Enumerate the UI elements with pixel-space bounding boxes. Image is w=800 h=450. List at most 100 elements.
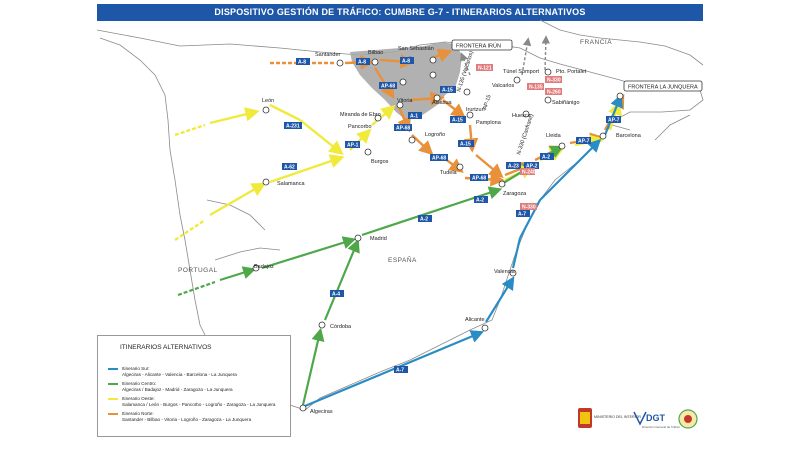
- country-espana: ESPAÑA: [388, 255, 417, 264]
- city-alicante: Alicante: [465, 317, 485, 323]
- city-cordoba: Córdoba: [330, 324, 352, 330]
- road-badge-a8-east: A-8: [400, 57, 414, 65]
- city-valcarlos: Valcarlos: [492, 83, 514, 89]
- svg-text:A-8: A-8: [298, 60, 306, 66]
- road-badge-a15-b: A-15: [450, 116, 466, 124]
- road-badge-ap68-d: AP-68: [470, 174, 488, 182]
- svg-text:A-15: A-15: [460, 142, 471, 148]
- svg-text:AP-7: AP-7: [608, 118, 620, 124]
- road-badge-ap68: AP-68: [379, 82, 397, 90]
- guardia-civil-emblem-icon: [678, 409, 698, 429]
- city-pto-portalet: Pto. Portalet: [556, 69, 587, 75]
- svg-text:A-62: A-62: [284, 165, 295, 171]
- road-badge-a8-west: A-8: [296, 58, 310, 66]
- label-n330-vertical: N-330 (Canfranc): [516, 113, 535, 155]
- svg-text:DGT: DGT: [646, 413, 666, 423]
- svg-text:A-231: A-231: [286, 124, 300, 130]
- svg-text:N-330: N-330: [547, 78, 561, 84]
- svg-text:AP-68: AP-68: [396, 126, 410, 132]
- city-santander: Santander: [315, 52, 341, 58]
- road-badge-a62: A-62: [282, 163, 297, 171]
- svg-text:A-15: A-15: [452, 118, 463, 124]
- svg-text:AP-7: AP-7: [578, 139, 590, 145]
- svg-text:A-1: A-1: [410, 114, 418, 120]
- road-badge-a231: A-231: [284, 122, 302, 130]
- country-francia: FRANCIA: [580, 39, 612, 46]
- road-badge-ap2: AP-2: [524, 162, 539, 170]
- city-san-sebastian: San Sebastián: [398, 46, 434, 52]
- closed-badge-n121: N-121: [476, 64, 493, 72]
- legend: ITINERARIOS ALTERNATIVOS Itinerario Sur:…: [97, 335, 291, 437]
- city-huesca: Huesca: [512, 113, 532, 119]
- svg-text:AP-68: AP-68: [381, 84, 395, 90]
- legend-item-oeste: Itinerario Oeste:Salamanca / León - Burg…: [108, 396, 275, 408]
- city-tunel-somport: Túnel Somport: [503, 69, 540, 75]
- road-badges: A-8 A-8 A-8 AP-68 A-1 A-15 A-15 A-15 AP-…: [282, 57, 621, 374]
- svg-text:AP-2: AP-2: [526, 164, 538, 170]
- road-badge-a7-valencia: A-7: [516, 210, 530, 218]
- svg-text:A-15: A-15: [442, 88, 453, 94]
- svg-text:AP-68: AP-68: [472, 176, 486, 182]
- road-badge-a2-madrid: A-2: [418, 215, 432, 223]
- road-badge-a8-bilbao: A-8: [356, 58, 370, 66]
- legend-item-sur: Itinerario Sur:Algeciras - Alicante - Va…: [108, 366, 237, 378]
- closed-badge-n330b: N-330: [520, 203, 537, 211]
- svg-text:A-23: A-23: [508, 164, 519, 170]
- road-badge-a2-zaragoza: A-2: [474, 196, 488, 204]
- svg-text:A-7: A-7: [518, 212, 526, 218]
- legend-item-centro: Itinerario Centro:Algeciras / Badajoz - …: [108, 381, 233, 393]
- city-algeciras: Algeciras: [310, 409, 333, 415]
- svg-text:AP-68: AP-68: [432, 156, 446, 162]
- svg-text:A-8: A-8: [358, 60, 366, 66]
- city-bilbao: Bilbao: [368, 50, 383, 56]
- city-leon: León: [262, 98, 274, 104]
- svg-text:FRONTERA LA JUNQUERA: FRONTERA LA JUNQUERA: [628, 85, 698, 91]
- legend-title: ITINERARIOS ALTERNATIVOS: [120, 344, 212, 351]
- svg-text:A-7: A-7: [396, 368, 404, 374]
- road-badge-a7-south: A-7: [394, 366, 408, 374]
- page-title: DISPOSITIVO GESTIÓN DE TRÁFICO: CUMBRE G…: [97, 4, 703, 21]
- city-alsasua: Alsasua: [432, 100, 453, 106]
- svg-text:A-4: A-4: [332, 292, 340, 298]
- city-zaragoza: Zaragoza: [503, 191, 527, 197]
- legend-item-norte: Itinerario Norte:Santander - Bilbao - Vi…: [108, 411, 251, 423]
- road-badge-ap68-b: AP-68: [394, 124, 412, 132]
- frontier-junquera: FRONTERA LA JUNQUERA: [623, 80, 703, 92]
- closed-badge-n260: N-260: [545, 88, 562, 96]
- city-markers: [252, 56, 624, 412]
- svg-text:Dirección General de Tráfico: Dirección General de Tráfico: [642, 425, 680, 429]
- city-barcelona: Barcelona: [616, 133, 642, 139]
- legend-swatch-oeste: [108, 397, 118, 400]
- svg-text:A-2: A-2: [542, 155, 550, 161]
- closed-road-badges: N-121 N-135 N-330 N-260 N-240 N-330: [476, 64, 562, 211]
- road-badge-ap68-c: AP-68: [430, 154, 448, 162]
- legend-swatch-sur: [108, 367, 118, 370]
- dgt-logo: DGT Dirección General de Tráfico: [633, 411, 680, 429]
- city-badajoz: Badajoz: [254, 264, 274, 270]
- svg-text:FRONTERA IRÚN: FRONTERA IRÚN: [456, 43, 501, 50]
- city-salamanca: Salamanca: [277, 181, 305, 187]
- road-badge-a23: A-23: [506, 162, 521, 170]
- city-tudela: Tudela: [440, 170, 458, 176]
- city-lleida: Lleida: [546, 133, 562, 139]
- city-pancorbo: Pancorbo: [348, 124, 372, 130]
- logos: MINISTERIO DEL INTERIOR DGT Dirección Ge…: [574, 404, 704, 434]
- svg-text:N-330: N-330: [522, 205, 536, 211]
- closed-badge-n330: N-330: [545, 76, 562, 84]
- road-badge-a15: A-15: [440, 86, 456, 94]
- france-access-arrows: [460, 35, 551, 76]
- ministerio-logo-text: MINISTERIO DEL INTERIOR: [594, 415, 641, 419]
- road-badge-ap7: AP-7: [606, 116, 621, 124]
- legend-swatch-norte: [108, 412, 118, 415]
- svg-text:N-121: N-121: [478, 66, 492, 72]
- label-ap15-vertical: AP-15: [482, 94, 492, 110]
- frontier-irun: FRONTERA IRÚN: [451, 39, 513, 51]
- city-madrid: Madrid: [370, 236, 387, 242]
- city-miranda: Miranda de Ebro: [340, 112, 381, 118]
- svg-text:N-240: N-240: [522, 170, 536, 176]
- city-logrono: Logroño: [425, 132, 445, 138]
- road-badge-ap1: AP-1: [345, 141, 360, 149]
- city-burgos: Burgos: [371, 159, 389, 165]
- city-pamplona: Pamplona: [476, 120, 502, 126]
